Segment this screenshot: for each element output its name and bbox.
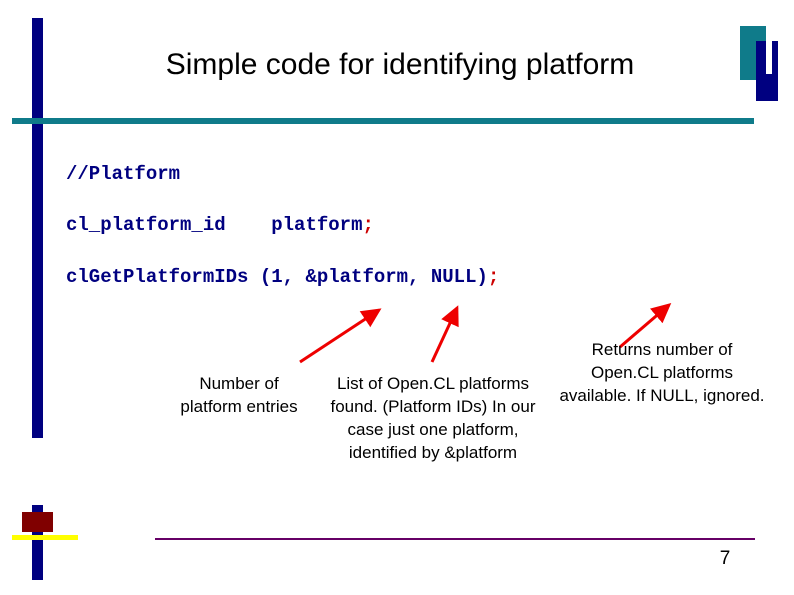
slide-title: Simple code for identifying platform xyxy=(165,48,635,81)
left-accent-bar-bottom xyxy=(32,505,43,580)
code-line-comment: //Platform xyxy=(66,163,181,185)
arrow-left xyxy=(299,308,382,364)
code-semicolon-token: ; xyxy=(362,214,374,236)
white-notch-decoration xyxy=(766,26,772,74)
red-accent-block xyxy=(22,512,53,532)
code-line-declaration: cl_platform_id platform; xyxy=(66,214,374,236)
left-accent-bar xyxy=(32,18,43,438)
code-call-semicolon-token: ; xyxy=(487,266,500,288)
code-call-token: clGetPlatformIDs (1, &platform, NULL) xyxy=(66,266,488,288)
caption-number-of-entries: Number of platform entries xyxy=(180,374,298,416)
code-type-token: cl_platform_id xyxy=(66,214,226,236)
yellow-accent-line xyxy=(12,535,78,540)
page-number: 7 xyxy=(719,548,731,569)
title-underline-rule xyxy=(12,118,754,124)
code-var-token: platform xyxy=(271,214,363,236)
code-line-call: clGetPlatformIDs (1, &platform, NULL); xyxy=(66,266,499,288)
arrow-middle xyxy=(430,305,459,363)
caption-returns-number: Returns number of Open.CL platforms avai… xyxy=(559,340,765,405)
caption-platform-list: List of Open.CL platforms found. (Platfo… xyxy=(330,374,536,462)
footer-rule xyxy=(155,538,755,540)
